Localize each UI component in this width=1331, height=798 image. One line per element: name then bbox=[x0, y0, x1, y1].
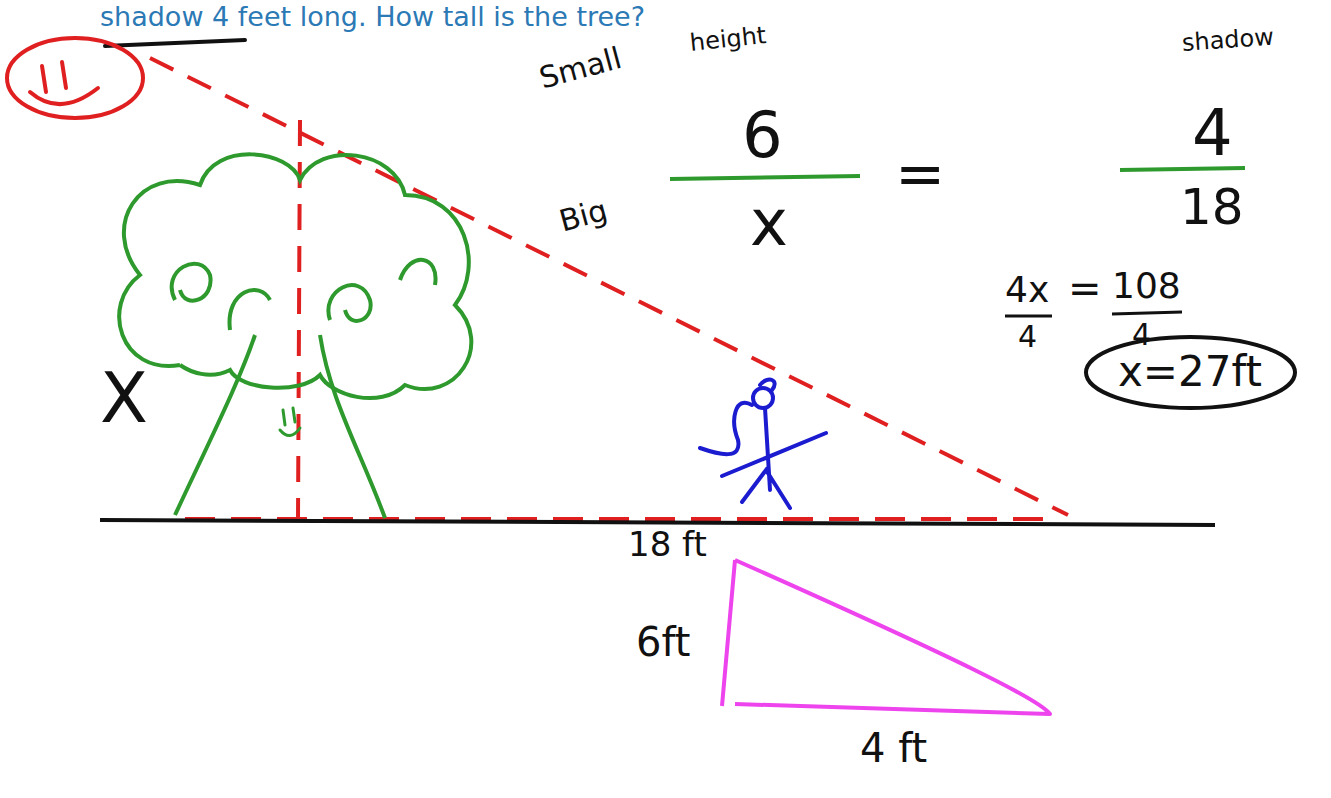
distance-label: 18 ft bbox=[628, 526, 707, 563]
dimension-label: 6ft bbox=[636, 620, 691, 664]
equation-term: 4x bbox=[1005, 270, 1049, 310]
answer-text: x=27ft bbox=[1083, 349, 1298, 395]
height-label: X bbox=[100, 360, 148, 437]
row-heading: Big bbox=[556, 193, 611, 237]
ratio-number: 18 bbox=[1180, 180, 1244, 235]
column-heading: shadow bbox=[1181, 24, 1275, 57]
row-heading: Small bbox=[536, 41, 625, 94]
equals-sign: = bbox=[895, 140, 945, 206]
dimension-label: 4 ft bbox=[860, 726, 927, 770]
answer-ellipse: x=27ft bbox=[1083, 334, 1298, 411]
unknown-variable: x bbox=[750, 188, 788, 258]
equals-sign: = bbox=[1068, 266, 1102, 310]
equation-term: 4 bbox=[1132, 318, 1151, 351]
problem-text: shadow 4 feet long. How tall is the tree… bbox=[100, 2, 645, 32]
ratio-number: 4 bbox=[1192, 98, 1233, 168]
equation-term: 108 bbox=[1112, 266, 1181, 306]
ratio-number: 6 bbox=[742, 100, 783, 170]
column-heading: height bbox=[689, 22, 768, 56]
equation-term: 4 bbox=[1018, 320, 1037, 353]
